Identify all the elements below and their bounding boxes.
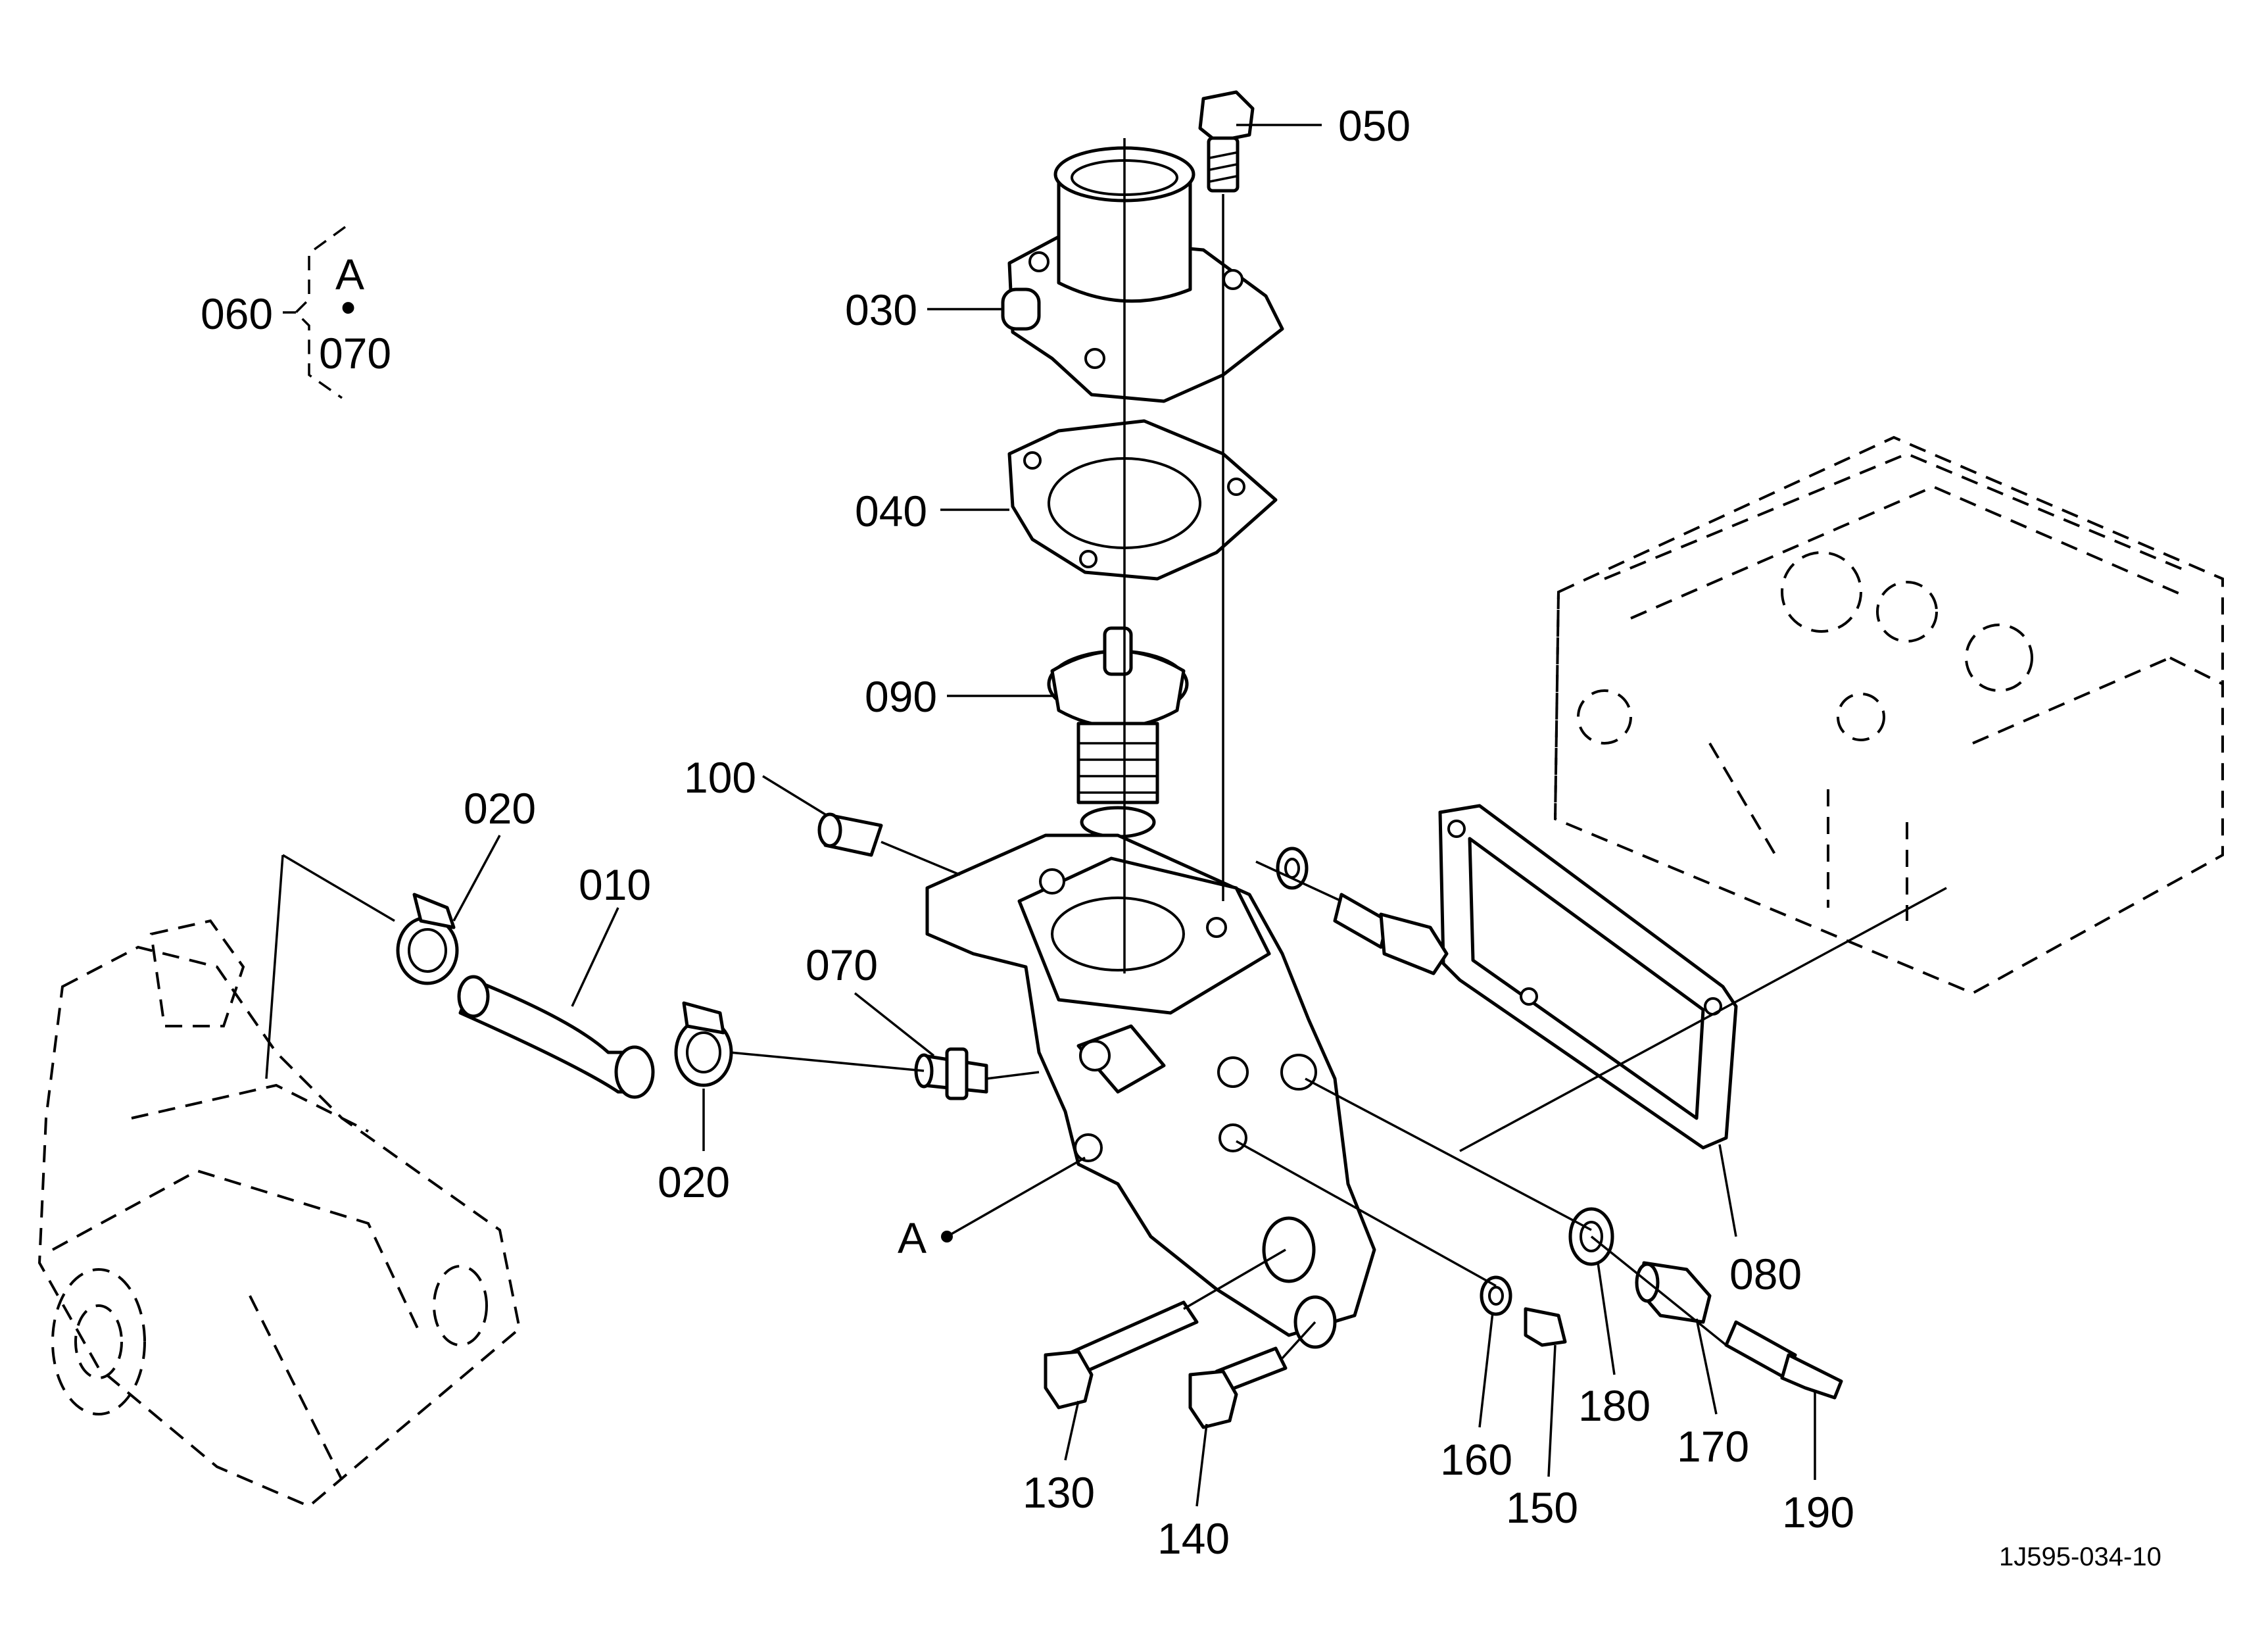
part-160-washer [1480,1275,1512,1316]
callout-020-lower: 020 [658,1158,730,1206]
part-150-plug [1524,1307,1567,1347]
callout-060: 060 [201,289,273,338]
callout-020-upper: 020 [464,784,536,833]
callout-190: 190 [1782,1488,1854,1536]
part-020-clamp-lower [674,1001,733,1087]
ref-point-a-dot [941,1231,953,1242]
group-bracket-060 [283,226,347,399]
part-050-bolt [1198,90,1255,193]
callout-100: 100 [684,753,756,802]
leader-lines [265,124,1947,1507]
part-190-sensor [1724,1320,1843,1400]
group-ref-a: A [335,250,364,299]
part-090-thermostat [1047,626,1189,839]
callout-080: 080 [1729,1250,1802,1298]
callout-040: 040 [855,487,927,535]
callout-140: 140 [1157,1514,1230,1563]
part-070-fitting [914,1047,988,1100]
part-080-gasket [1438,804,1738,1150]
callout-180: 180 [1578,1381,1651,1430]
callout-150: 150 [1506,1483,1578,1532]
callout-070: 070 [806,941,878,989]
part-140-bolt [1188,1346,1288,1429]
part-100-plug [817,812,883,857]
callout-170: 170 [1677,1422,1749,1471]
drawing-code: 1J595-034-10 [1999,1542,2161,1571]
callout-160: 160 [1440,1435,1512,1484]
callout-050: 050 [1338,101,1411,150]
thermostat-housing [925,833,1376,1349]
group-member-070: 070 [319,329,391,378]
part-030-thermostat-cover [1001,146,1284,403]
temperature-sensor [1276,847,1449,975]
callout-010: 010 [579,860,651,909]
ref-point-a-label: A [898,1214,927,1262]
callout-130: 130 [1023,1468,1095,1517]
part-130-bolt [1044,1300,1199,1410]
callout-090: 090 [865,672,937,721]
part-040-gasket [1007,419,1278,581]
water-pump-reference [37,919,521,1508]
part-170-adapter [1635,1261,1712,1324]
part-020-clamp-upper [396,893,459,985]
part-010-hose [457,975,655,1099]
callout-030: 030 [845,285,917,334]
cylinder-head-reference [1553,435,2224,995]
group-dot: • [341,283,356,332]
